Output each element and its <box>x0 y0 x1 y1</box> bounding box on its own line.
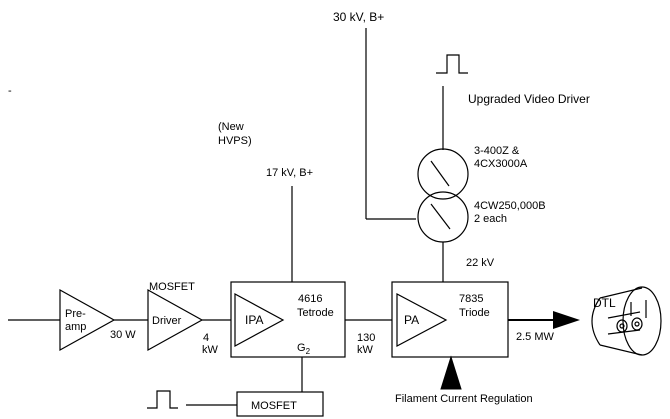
tube-4cw-label-1: 4CW250,000B <box>474 200 546 212</box>
dtl-cavity-icon <box>591 286 662 356</box>
power-130kw-label-2: kW <box>357 344 374 356</box>
filament-arrow-icon <box>440 355 462 390</box>
supply-17kv-label: 17 kV, B+ <box>266 167 313 179</box>
power-25mw-label: 2.5 MW <box>516 331 555 343</box>
tube-4cw-switch <box>430 203 451 230</box>
voltage-22kv-label: 22 kV <box>466 257 495 269</box>
stray-dash: - <box>8 85 12 97</box>
tetrode-label-1: 4616 <box>298 293 322 305</box>
triode-label-1: 7835 <box>459 293 483 305</box>
pulse-top-icon <box>436 54 468 74</box>
tube-3400z-label-2: 4CX3000A <box>474 158 528 170</box>
tube-3400z-icon <box>417 148 469 200</box>
pulse-bottom-icon <box>147 390 178 409</box>
mosfet-top-label: MOSFET <box>149 281 195 293</box>
preamp-amplifier-icon <box>59 288 116 352</box>
power-130kw-label-1: 130 <box>357 332 375 344</box>
tube-4cw-label-2: 2 each <box>474 213 507 225</box>
filament-current-regulation-label: Filament Current Regulation <box>395 393 533 405</box>
supply-30kv-label: 30 kV, B+ <box>333 10 384 24</box>
power-4kw-label-2: kW <box>202 344 219 356</box>
power-30w-label: 30 W <box>110 329 136 341</box>
pa-label: PA <box>404 313 419 327</box>
new-hvps-label-1: (New <box>218 121 244 133</box>
driver-label: Driver <box>152 315 182 327</box>
pa-amplifier-icon <box>396 293 448 347</box>
triode-label-2: Triode <box>459 307 490 319</box>
power-4kw-label-1: 4 <box>203 332 209 344</box>
preamp-label-1: Pre- <box>65 308 86 320</box>
tetrode-label-2: Tetrode <box>297 307 334 319</box>
mosfet-bottom-box <box>236 391 324 417</box>
preamp-label-2: amp <box>65 321 86 333</box>
output-arrow-icon <box>553 311 580 329</box>
tube-3400z-switch <box>430 160 450 187</box>
dtl-label: DTL <box>593 296 616 310</box>
grid-g-label: G2 <box>297 342 311 356</box>
tube-3400z-label-1: 3-400Z & <box>474 145 520 157</box>
driver-amplifier-icon <box>147 288 204 352</box>
ipa-amplifier-icon <box>234 292 285 348</box>
mosfet-bottom-label: MOSFET <box>251 400 297 412</box>
new-hvps-label-2: HVPS) <box>218 135 252 147</box>
ipa-label: IPA <box>245 313 263 327</box>
upgraded-video-driver-label: Upgraded Video Driver <box>468 92 590 106</box>
